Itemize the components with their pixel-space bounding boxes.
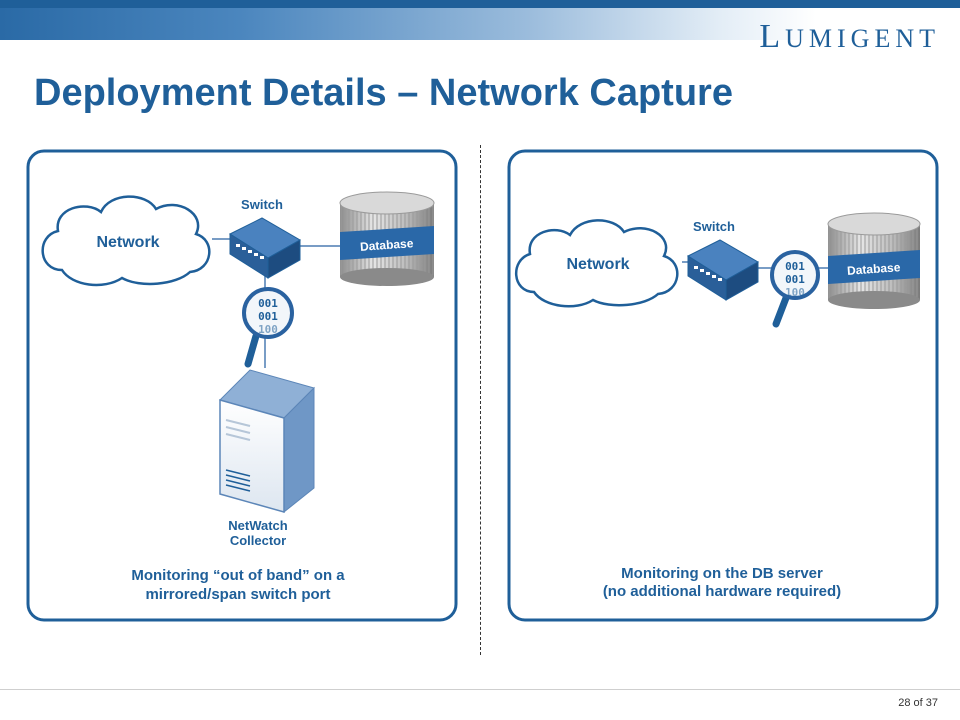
- left-database-label: Database: [360, 236, 415, 254]
- magnifier-icon: 001 001 100: [770, 250, 820, 328]
- left-caption-line2: mirrored/span switch port: [145, 586, 330, 603]
- left-caption-line1: Monitoring “out of band” on a: [131, 567, 345, 584]
- magnifier-icon: 001 001 100: [242, 287, 294, 368]
- right-bits-1: 001: [785, 260, 805, 273]
- logo-rest: UMIGENT: [785, 24, 940, 53]
- right-caption-line2: (no additional hardware required): [603, 583, 841, 600]
- top-accent-bar: [0, 0, 960, 8]
- database-icon: [827, 212, 921, 309]
- right-network-label: Network: [566, 256, 629, 273]
- left-bits-3: 100: [258, 323, 278, 336]
- collector-label-line1: NetWatch: [228, 518, 288, 533]
- left-panel: Network Switch Database 001: [26, 149, 458, 622]
- right-switch-label: Switch: [693, 219, 735, 234]
- server-icon: [219, 369, 315, 514]
- cloud-icon: [514, 219, 679, 308]
- cloud-icon: [41, 195, 211, 287]
- right-bits-3: 100: [785, 286, 805, 299]
- right-bits-2: 001: [785, 273, 805, 286]
- left-bits-2: 001: [258, 310, 278, 323]
- logo-initial: L: [759, 18, 786, 55]
- header-gradient-band: [0, 8, 960, 40]
- right-caption-line1: Monitoring on the DB server: [621, 565, 823, 582]
- left-network-label: Network: [96, 234, 159, 251]
- footer-rule: [0, 689, 960, 690]
- database-icon: [339, 191, 435, 286]
- slide-title: Deployment Details – Network Capture: [34, 72, 733, 114]
- page-number: 28 of 37: [898, 697, 938, 709]
- right-panel: Network Switch 001 001 100 Dat: [507, 149, 939, 622]
- company-logo: LUMIGENT: [759, 18, 940, 56]
- switch-icon: [228, 217, 302, 279]
- left-switch-label: Switch: [241, 197, 283, 212]
- switch-icon: [686, 239, 760, 301]
- left-bits-1: 001: [258, 297, 278, 310]
- panel-divider: [480, 145, 481, 655]
- collector-label-line2: Collector: [230, 533, 286, 548]
- right-database-label: Database: [847, 260, 902, 278]
